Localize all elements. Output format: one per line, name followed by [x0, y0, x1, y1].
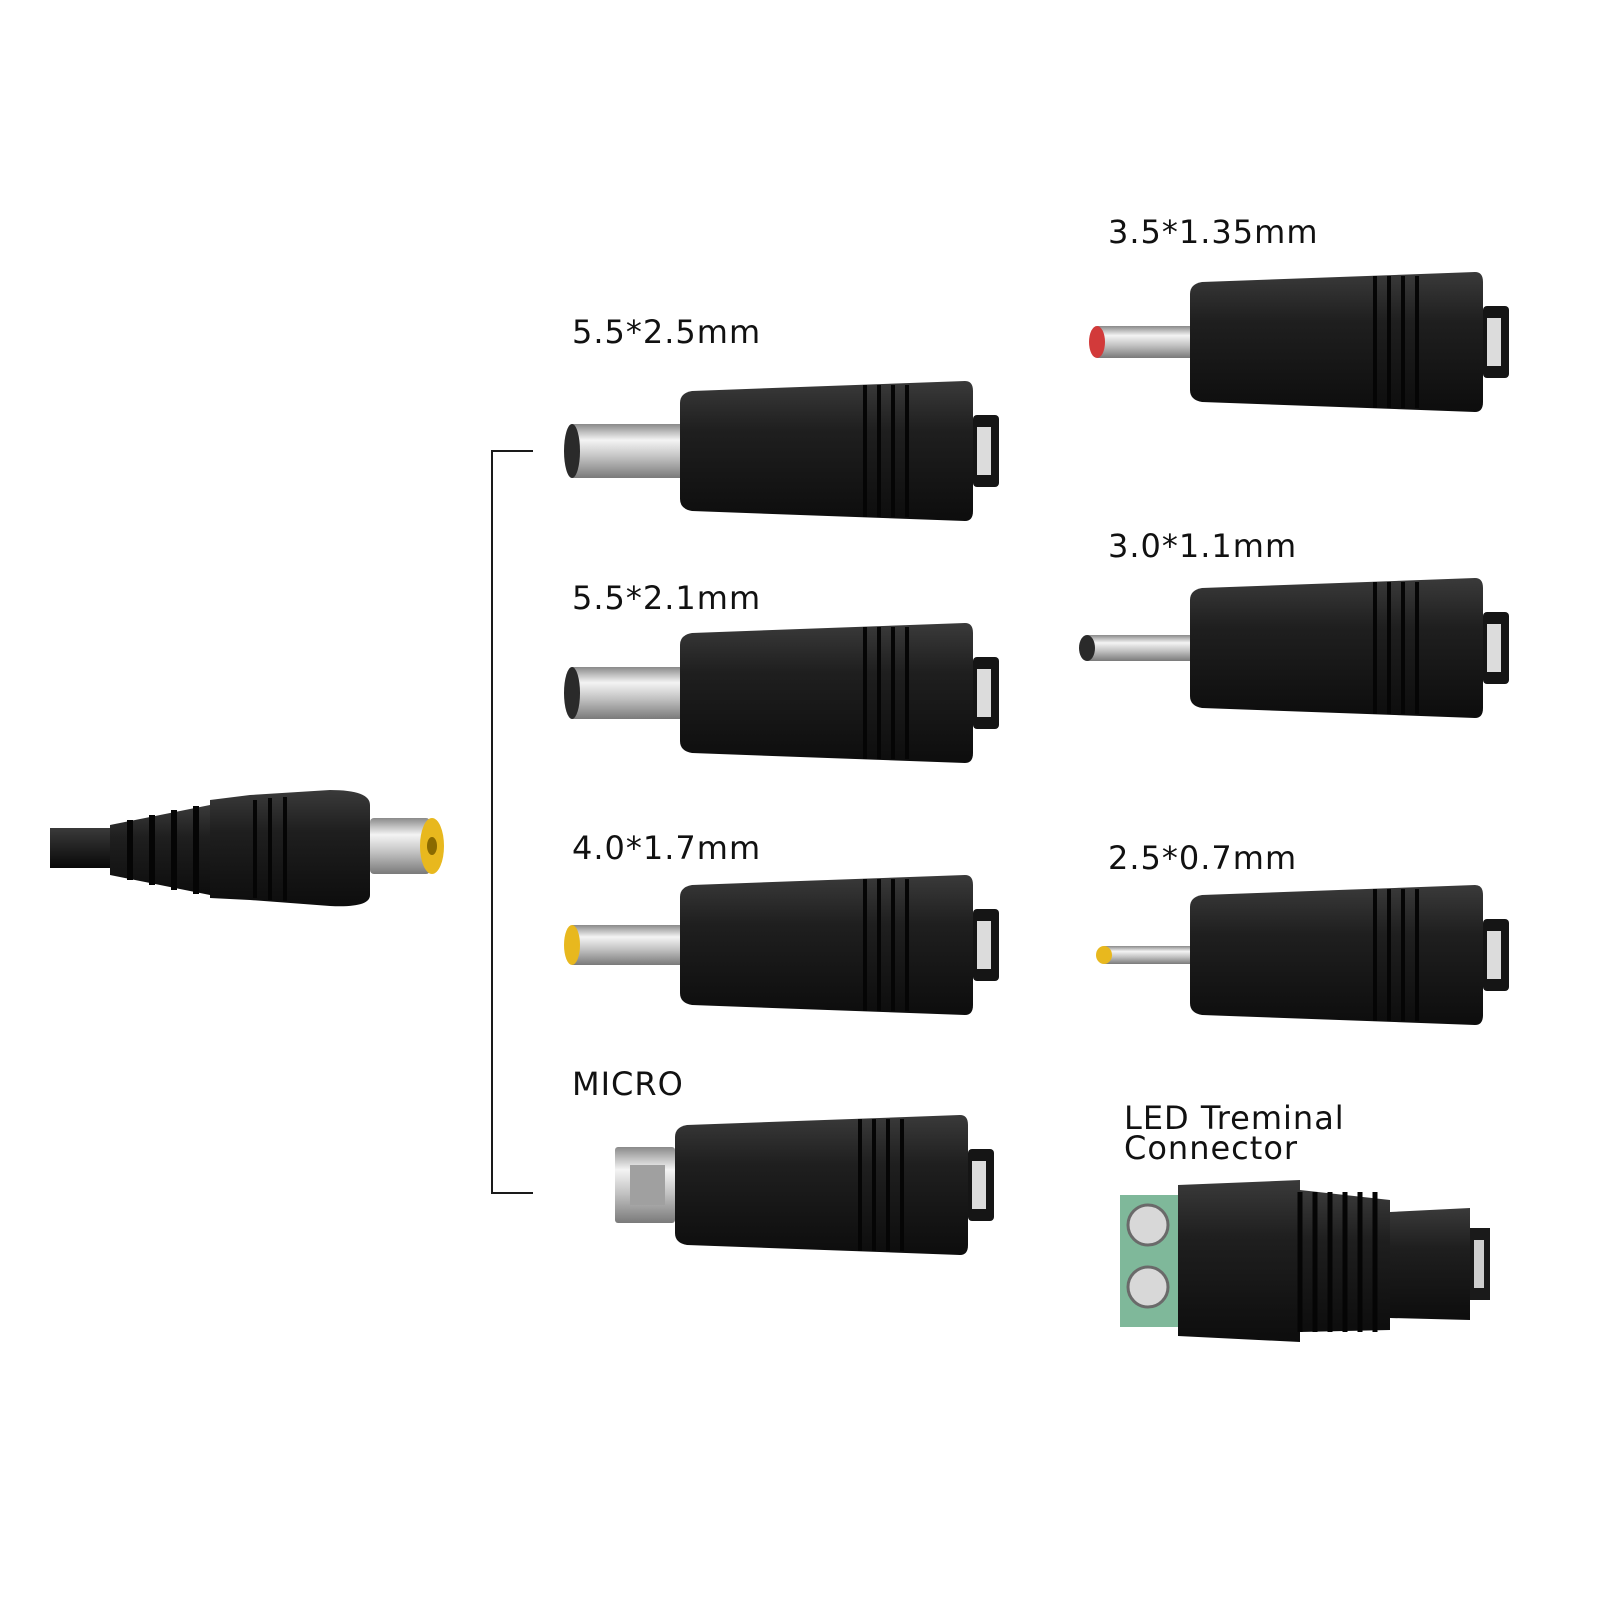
strain-relief [110, 805, 210, 895]
adapter-a1 [564, 381, 999, 521]
adapter-a7 [1096, 885, 1509, 1025]
socket-pin [1487, 931, 1501, 979]
barrel-tip [572, 667, 680, 719]
barrel-tip [572, 925, 680, 965]
group-bracket [491, 450, 533, 1194]
plug-housing [210, 790, 370, 907]
adapter-body [1190, 272, 1483, 412]
socket-pin [1487, 318, 1501, 366]
plug-barrel [370, 818, 430, 874]
adapters-layer [564, 272, 1509, 1342]
adapter-label-5.5x2.5: 5.5*2.5mm [572, 313, 762, 351]
adapter-label-2.5x0.7: 2.5*0.7mm [1108, 839, 1298, 877]
led-label-line2: Connector [1124, 1129, 1299, 1167]
adapter-body [1190, 885, 1483, 1025]
barrel-tip-end [564, 925, 580, 965]
terminal-housing [1178, 1180, 1300, 1342]
screw-icon [1126, 1203, 1170, 1247]
housing-grooves [253, 797, 287, 901]
terminal-barrel [1390, 1208, 1470, 1320]
barrel-tip [1104, 946, 1190, 964]
adapter-a6 [1079, 578, 1509, 718]
adapter-a5 [1089, 272, 1509, 412]
socket-pin [977, 921, 991, 969]
barrel-tip-end [1096, 946, 1112, 964]
adapter-label-4.0x1.7: 4.0*1.7mm [572, 829, 762, 867]
main-cable-plug [50, 790, 444, 907]
socket-pin [1487, 624, 1501, 672]
adapter-body [680, 875, 973, 1015]
barrel-tip-end [564, 667, 580, 719]
adapter-label-led-terminal: LED Treminal Connector [1124, 1099, 1345, 1167]
adapter-body [680, 623, 973, 763]
cable [50, 828, 120, 868]
adapter-body [680, 381, 973, 521]
barrel-tip-end [1079, 635, 1095, 661]
micro-usb-port [630, 1165, 665, 1205]
socket-pin [972, 1161, 986, 1209]
strain-relief-ridges [127, 806, 199, 894]
screw-icon [1126, 1265, 1170, 1309]
adapter-label-micro: MICRO [572, 1065, 684, 1103]
adapter-body [1190, 578, 1483, 718]
adapter-a8 [1120, 1180, 1490, 1342]
adapter-body [675, 1115, 968, 1255]
adapter-label-3.5x1.35: 3.5*1.35mm [1108, 213, 1319, 251]
adapter-label-5.5x2.1: 5.5*2.1mm [572, 579, 762, 617]
barrel-tip [1087, 635, 1190, 661]
adapter-a2 [564, 623, 999, 763]
socket-pin [977, 427, 991, 475]
adapter-a4 [615, 1115, 994, 1255]
barrel-tip-end [1089, 326, 1105, 358]
barrel-tip [1097, 326, 1190, 358]
barrel-tip-end [564, 424, 580, 478]
socket-pin [977, 669, 991, 717]
led-label-line1: LED Treminal [1124, 1099, 1345, 1137]
adapter-label-3.0x1.1: 3.0*1.1mm [1108, 527, 1298, 565]
barrel-tip [572, 424, 680, 478]
adapter-a3 [564, 875, 999, 1015]
